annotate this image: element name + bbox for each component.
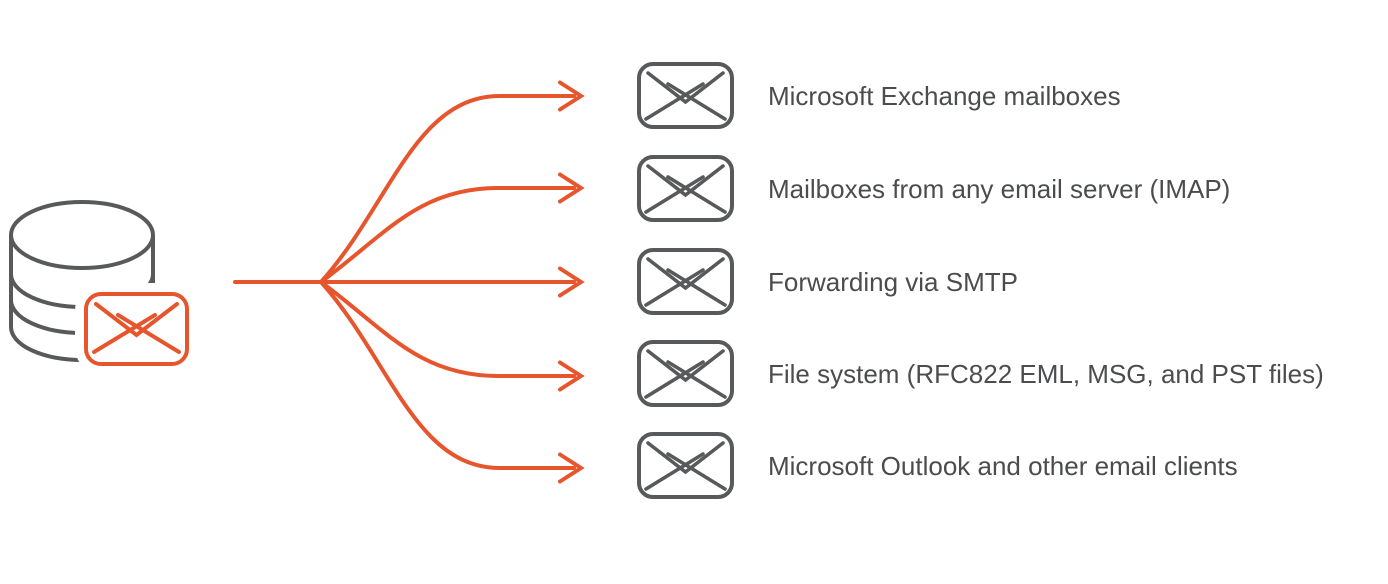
arrowhead-1	[558, 80, 585, 112]
arrow-curve-5	[319, 280, 576, 470]
target-label: Forwarding via SMTP	[768, 266, 1018, 297]
envelope-icon	[637, 62, 734, 129]
target-row: Microsoft Exchange mailboxes	[637, 62, 1121, 129]
target-label: Microsoft Outlook and other email client…	[768, 450, 1238, 481]
fan-arrows	[233, 80, 585, 484]
envelope-icon	[637, 248, 734, 315]
envelope-icon	[637, 155, 734, 222]
envelope-icon	[637, 340, 734, 407]
arrowhead-2	[558, 172, 585, 204]
source-and-arrows-graphic	[9, 80, 585, 484]
source-envelope-icon	[84, 292, 189, 366]
arrowhead-5	[558, 452, 585, 484]
arrow-curve-1	[319, 94, 576, 284]
arrowhead-3	[558, 266, 585, 298]
database-top-ellipse	[9, 200, 155, 270]
arrow-curve-4	[319, 280, 576, 378]
arrow-curve-2	[319, 186, 576, 284]
target-label: File system (RFC822 EML, MSG, and PST fi…	[768, 358, 1324, 389]
target-label: Mailboxes from any email server (IMAP)	[768, 173, 1231, 204]
target-row: File system (RFC822 EML, MSG, and PST fi…	[637, 340, 1324, 407]
target-row: Microsoft Outlook and other email client…	[637, 432, 1238, 499]
target-row: Forwarding via SMTP	[637, 248, 1018, 315]
target-label: Microsoft Exchange mailboxes	[768, 80, 1121, 111]
envelope-icon	[637, 432, 734, 499]
arrowhead-4	[558, 360, 585, 392]
target-row: Mailboxes from any email server (IMAP)	[637, 155, 1230, 222]
